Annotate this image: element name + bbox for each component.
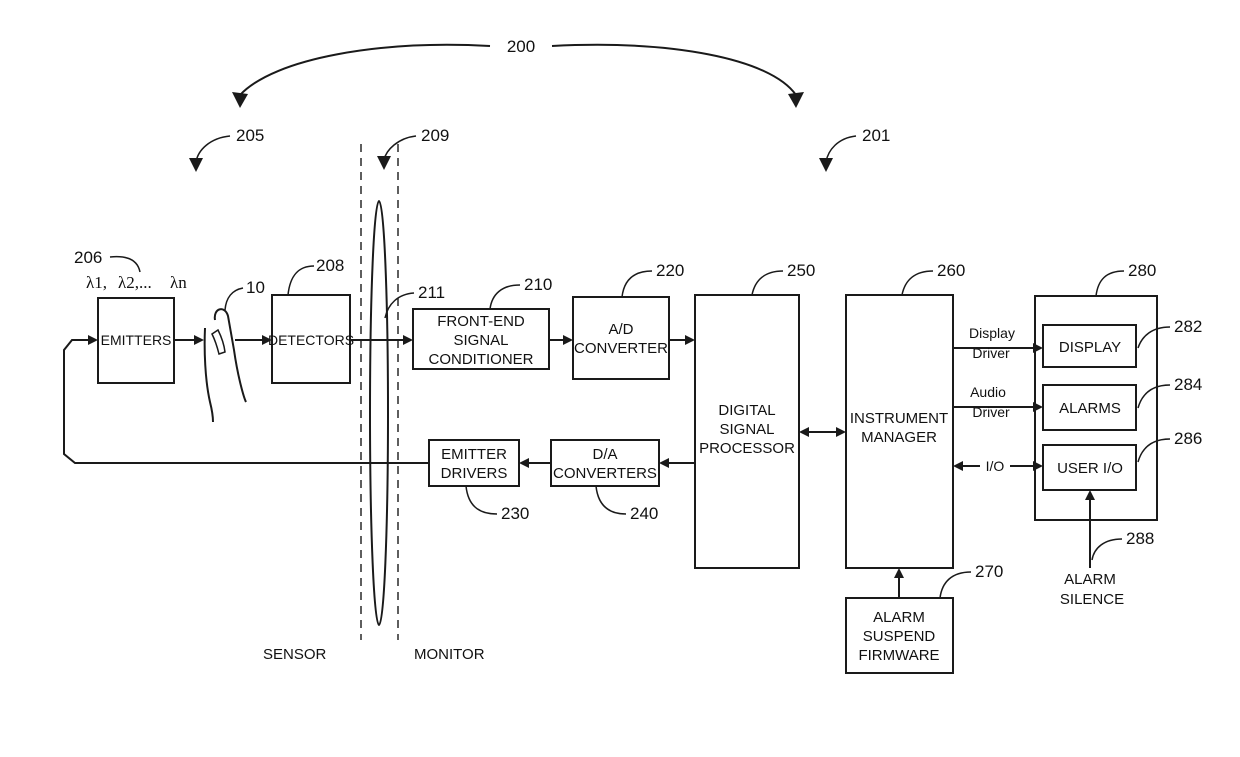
ref-205-marker: 205	[189, 126, 264, 172]
da-label-1: D/A	[592, 446, 617, 463]
ad-label-2: CONVERTER	[574, 340, 668, 357]
sensor-region-label: SENSOR	[263, 646, 327, 663]
ref-210: 210	[524, 275, 552, 294]
dsp-label-1: DIGITAL	[718, 402, 775, 419]
ref-250: 250	[787, 261, 815, 280]
ref-210-leader	[490, 285, 520, 309]
alarm-silence-label-2: SILENCE	[1060, 591, 1124, 608]
system-arc: 200	[232, 37, 804, 108]
ref-206-marker: 206 λ1, λ2,... λn	[74, 248, 187, 292]
front-end-label-3: CONDITIONER	[429, 351, 534, 368]
ref-201-marker: 201	[819, 126, 890, 172]
ref-209-marker: 209	[377, 126, 449, 170]
finger-icon	[205, 309, 246, 422]
ref-250-leader	[752, 271, 783, 295]
ad-label-1: A/D	[608, 321, 633, 338]
instrument-manager-label-2: MANAGER	[861, 429, 937, 446]
ref-220: 220	[656, 261, 684, 280]
ref-280-leader	[1096, 271, 1124, 296]
wavelength-1: λ1,	[86, 273, 107, 292]
ref-209: 209	[421, 126, 449, 145]
ref-208: 208	[316, 256, 344, 275]
display-driver-label-1: Display	[969, 325, 1015, 341]
ref-260-leader	[902, 271, 933, 295]
ref-206: 206	[74, 248, 102, 267]
ref-286: 286	[1174, 429, 1202, 448]
io-signal-label: I/O	[986, 458, 1005, 474]
da-label-2: CONVERTERS	[553, 465, 657, 482]
ref-201: 201	[862, 126, 890, 145]
ref-230-leader	[466, 486, 497, 514]
ref-200: 200	[507, 37, 535, 56]
ref-240-leader	[596, 486, 626, 514]
alarm-suspend-label-3: FIRMWARE	[858, 647, 939, 664]
dsp-label-3: PROCESSOR	[699, 440, 795, 457]
ref-10: 10	[246, 278, 265, 297]
alarm-suspend-label-2: SUSPEND	[863, 628, 936, 645]
wavelength-n: λn	[170, 273, 187, 292]
alarm-silence-label-1: ALARM	[1064, 571, 1116, 588]
monitor-region-label: MONITOR	[414, 646, 485, 663]
ref-10-leader	[225, 288, 243, 310]
ref-205: 205	[236, 126, 264, 145]
interface-boundary	[361, 144, 398, 640]
audio-driver-label-1: Audio	[970, 384, 1006, 400]
dsp-label-2: SIGNAL	[719, 421, 774, 438]
emitter-drivers-label-2: DRIVERS	[441, 465, 508, 482]
emitters-label: EMITTERS	[101, 332, 172, 348]
wavelength-2: λ2,...	[118, 273, 152, 292]
detectors-label: DETECTORS	[268, 332, 354, 348]
front-end-label-2: SIGNAL	[453, 332, 508, 349]
instrument-manager-label-1: INSTRUMENT	[850, 410, 948, 427]
ref-230: 230	[501, 504, 529, 523]
alarm-suspend-label-1: ALARM	[873, 609, 925, 626]
ref-260: 260	[937, 261, 965, 280]
ref-270: 270	[975, 562, 1003, 581]
emitter-drivers-label-1: EMITTER	[441, 446, 507, 463]
ad-converter-block	[573, 297, 669, 379]
ref-288-leader	[1092, 539, 1122, 560]
display-label: DISPLAY	[1059, 339, 1121, 356]
ref-211-leader	[385, 293, 414, 318]
alarms-label: ALARMS	[1059, 400, 1121, 417]
ref-284: 284	[1174, 375, 1202, 394]
ref-220-leader	[622, 271, 652, 297]
front-end-label-1: FRONT-END	[437, 313, 525, 330]
display-driver-label-2: Driver	[972, 345, 1010, 361]
ref-280: 280	[1128, 261, 1156, 280]
ref-270-leader	[940, 572, 971, 598]
ref-282: 282	[1174, 317, 1202, 336]
ref-288: 288	[1126, 529, 1154, 548]
ref-211: 211	[418, 283, 445, 302]
ref-208-leader	[288, 266, 314, 295]
audio-driver-label-2: Driver	[972, 404, 1010, 420]
user-io-label: USER I/O	[1057, 460, 1123, 477]
ref-240: 240	[630, 504, 658, 523]
